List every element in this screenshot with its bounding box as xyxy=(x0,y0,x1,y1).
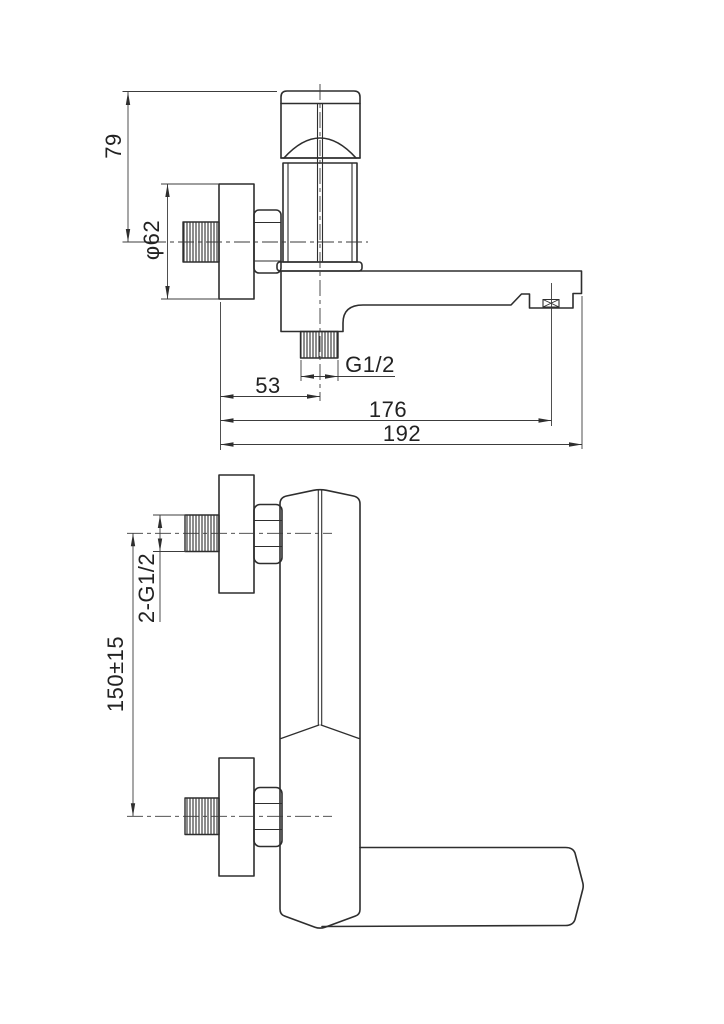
dim-label-inlet-center-distance: 150±15 xyxy=(103,635,128,713)
side-view-arrows xyxy=(125,92,582,447)
body-and-spout-outline xyxy=(280,270,583,333)
dim-label-total-projection: 192 xyxy=(382,421,422,446)
shower-outlet-thread xyxy=(299,330,339,359)
front-view-centerlines xyxy=(127,532,332,817)
handle-dome xyxy=(283,137,357,159)
aerator-outlet xyxy=(542,298,560,308)
front-view-arrows xyxy=(130,515,163,817)
handle-cap xyxy=(280,90,361,159)
hex-nut-lower xyxy=(253,786,283,848)
escutcheon-plate-upper xyxy=(218,474,255,594)
dim-label-inlet-thread-spec: 2-G1/2 xyxy=(134,552,159,624)
escutcheon-plate-lower xyxy=(218,757,255,877)
spout-front-outline xyxy=(321,846,584,928)
escutcheon-plate-side xyxy=(218,183,255,300)
dim-label-escutcheon-diameter: φ62 xyxy=(139,219,164,261)
dim-label-wall-to-shower-outlet: 53 xyxy=(255,373,281,398)
side-view-centerlines xyxy=(150,84,368,401)
dim-label-wall-to-spout-end: 176 xyxy=(368,397,408,422)
hex-nut-upper xyxy=(253,503,283,565)
front-view-dimension-lines xyxy=(132,514,186,817)
dim-label-shower-outlet-thread: G1/2 xyxy=(345,352,395,377)
front-view-linework xyxy=(184,474,584,929)
dim-label-height-79: 79 xyxy=(101,133,126,159)
cartridge-flange xyxy=(276,261,363,272)
side-view-dimension-lines xyxy=(122,91,583,450)
hex-nut-side xyxy=(253,209,282,274)
side-view-linework xyxy=(182,90,583,359)
body-front-outline xyxy=(279,488,361,929)
